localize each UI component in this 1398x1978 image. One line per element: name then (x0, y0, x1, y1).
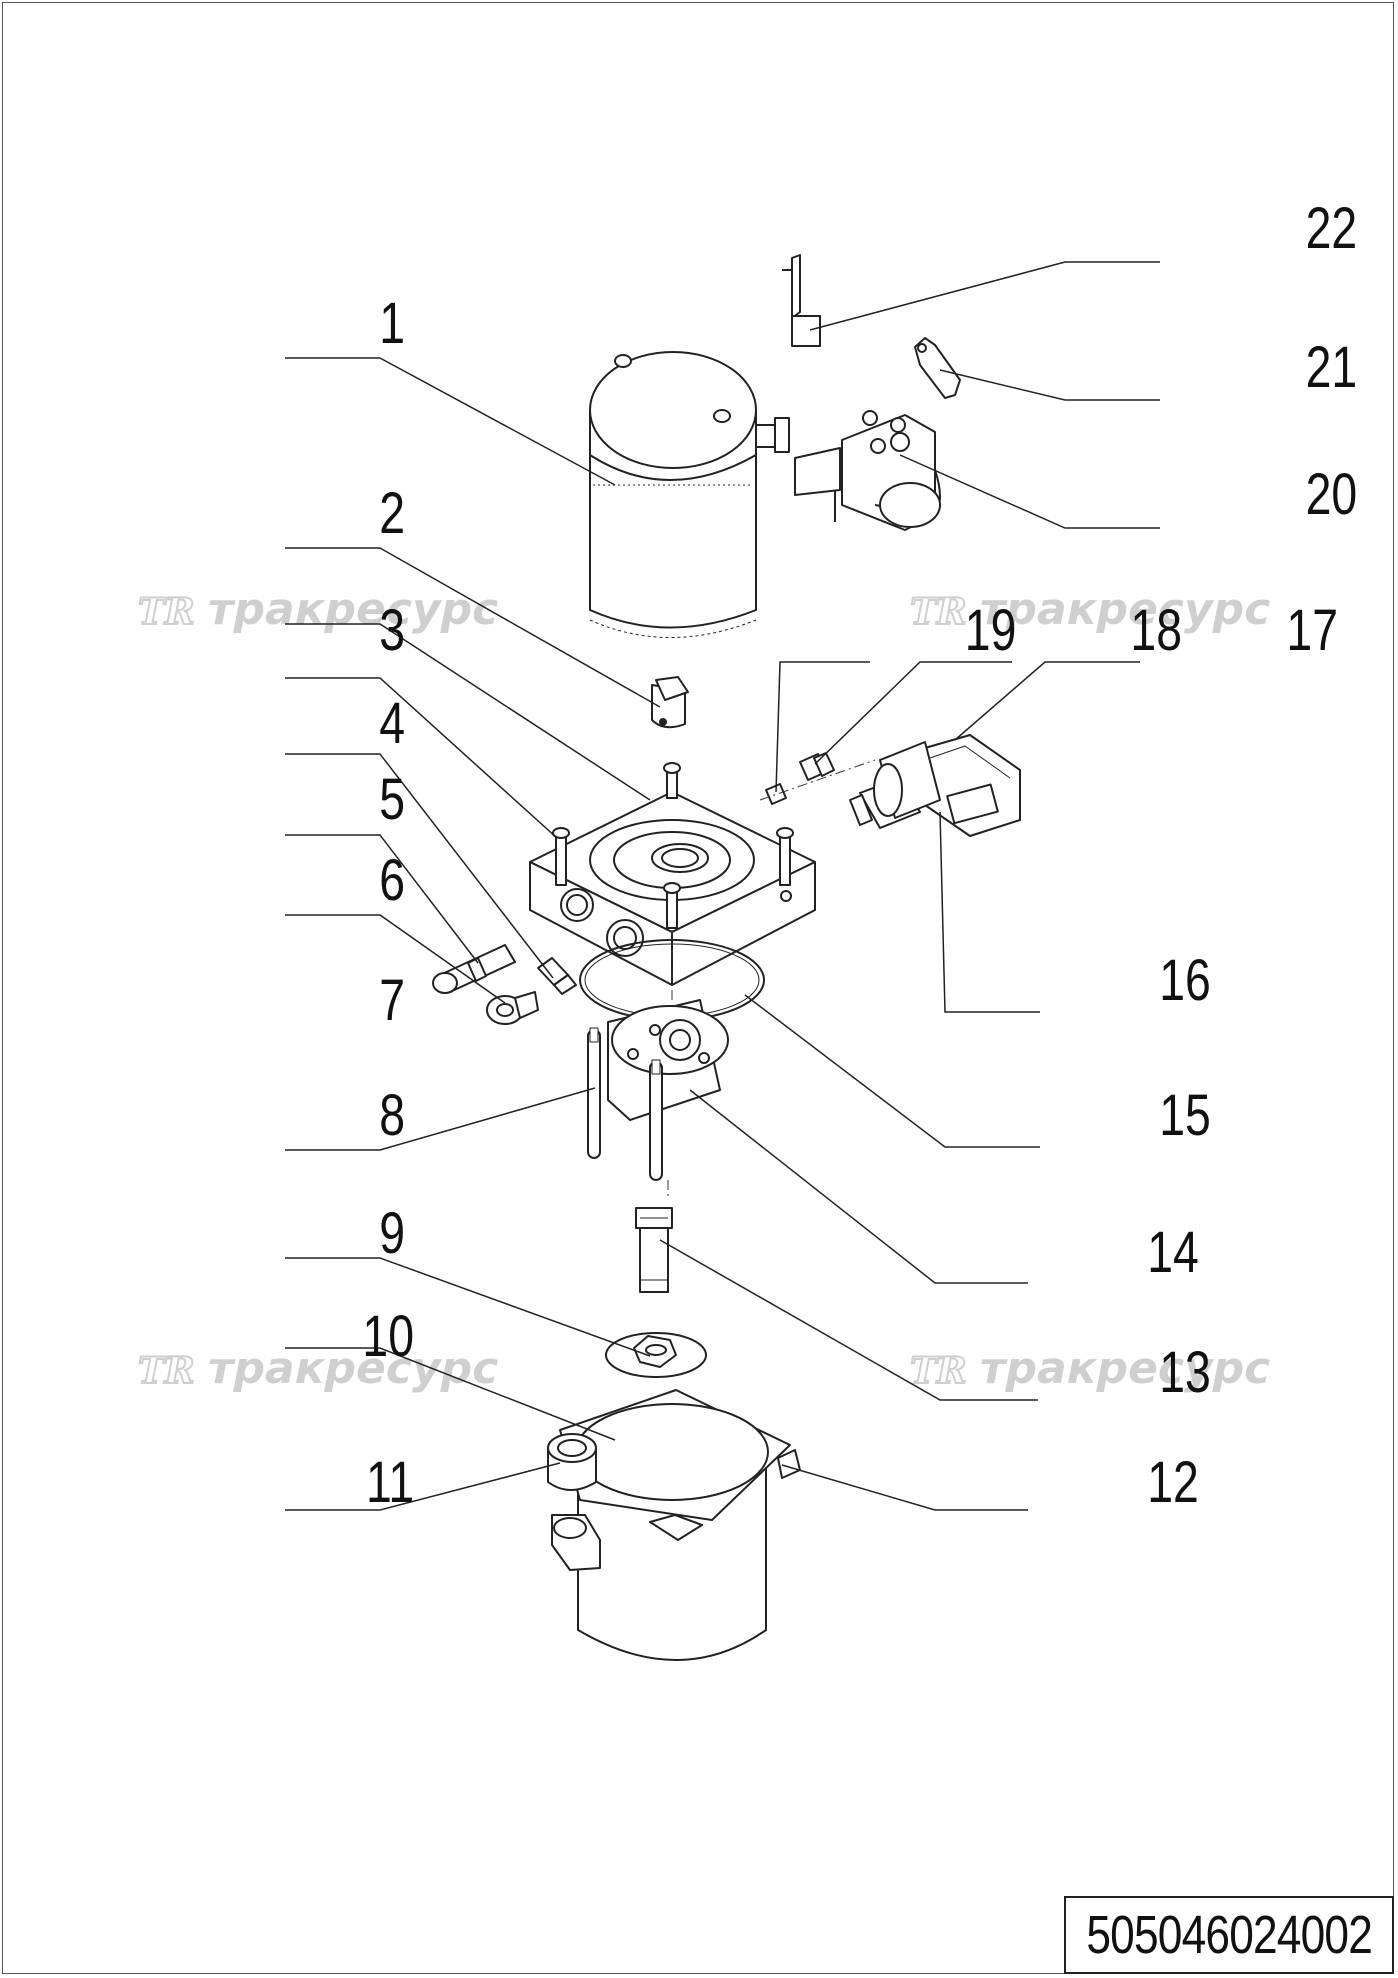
leader-18 (814, 661, 1012, 765)
leader-11 (285, 1462, 561, 1511)
callout-18: 18 (1130, 598, 1182, 663)
callout-21: 21 (1306, 335, 1358, 400)
leader-1 (285, 357, 616, 486)
callout-20: 20 (1306, 462, 1358, 527)
watermark-text: тракресурс (980, 1343, 1270, 1394)
callout-numbers: 1 2 3 4 5 6 7 8 9 10 11 12 13 14 15 16 1… (362, 196, 1357, 1515)
callout-6: 6 (379, 848, 405, 913)
watermark-4: TR тракресурс (909, 1343, 1270, 1394)
leader-19 (775, 661, 870, 793)
part-solenoid-coil (873, 741, 941, 819)
leader-17 (954, 661, 1140, 741)
part-motor-housing (589, 351, 790, 638)
watermark-text: тракресурс (208, 1343, 498, 1394)
watermark-logo: TR (910, 591, 967, 633)
callout-12: 12 (1147, 1450, 1199, 1515)
callout-5: 5 (379, 767, 405, 832)
callout-17: 17 (1286, 598, 1338, 663)
callout-22: 22 (1306, 196, 1358, 261)
leader-14 (689, 1089, 1028, 1284)
part-valve-block (529, 791, 816, 986)
part-check-valve (537, 957, 577, 995)
part-pickup-tube (635, 1207, 673, 1293)
part-bracket-terminal (782, 254, 821, 347)
leader-21 (939, 369, 1160, 401)
leader-7 (285, 914, 506, 1004)
part-washer (605, 1332, 707, 1378)
document-number: 505046024002 (1086, 1905, 1373, 1965)
part-gear-pump (607, 999, 729, 1121)
part-cable-lug (914, 337, 961, 399)
leader-9 (285, 1257, 651, 1357)
leader-5 (285, 753, 554, 979)
callout-4: 4 (379, 691, 405, 756)
part-key (651, 676, 689, 729)
callout-9: 9 (379, 1201, 405, 1266)
part-plug (486, 991, 539, 1025)
callout-10: 10 (362, 1304, 414, 1369)
leader-22 (809, 261, 1160, 331)
leader-12 (781, 1464, 1028, 1511)
watermark-text: тракресурс (980, 584, 1270, 635)
watermark-1: TR тракресурс (137, 584, 498, 635)
leader-4 (285, 677, 558, 839)
callout-11: 11 (366, 1450, 414, 1515)
callout-15: 15 (1159, 1083, 1211, 1148)
leader-13 (659, 1239, 1038, 1401)
part-pump-bolts (587, 1027, 663, 1181)
leader-8 (285, 1087, 596, 1151)
leader-10 (285, 1347, 616, 1441)
watermark-logo: TR (910, 1350, 967, 1392)
leader-2 (285, 547, 661, 708)
callout-3: 3 (379, 598, 405, 663)
part-adapter-fitting (799, 752, 835, 781)
callout-13: 13 (1159, 1340, 1211, 1405)
callout-19: 19 (965, 598, 1017, 663)
watermark-logo: TR (138, 591, 195, 633)
part-fitting (432, 944, 516, 994)
callout-16: 16 (1159, 948, 1211, 1013)
assembly-axes (667, 759, 876, 1200)
watermark-text: тракресурс (208, 584, 498, 635)
leader-6 (285, 834, 479, 964)
watermark-logo: TR (138, 1350, 195, 1392)
callout-14: 14 (1147, 1220, 1199, 1285)
callout-1: 1 (379, 291, 405, 356)
watermark-3: TR тракресурс (137, 1343, 498, 1394)
callout-leaders (285, 261, 1160, 1511)
callout-7: 7 (379, 968, 405, 1033)
leader-16 (939, 811, 1040, 1013)
watermark-2: TR тракресурс (909, 584, 1270, 635)
leader-15 (744, 994, 1040, 1148)
callout-2: 2 (379, 481, 405, 546)
leader-3 (285, 623, 651, 801)
part-cap-screws (552, 762, 794, 929)
part-small-fitting (765, 783, 787, 805)
document-number-box: 505046024002 (1064, 1896, 1394, 1974)
part-starter-relay (794, 410, 941, 531)
callout-8: 8 (379, 1083, 405, 1148)
part-reservoir (551, 1389, 791, 1661)
leader-20 (899, 454, 1160, 529)
part-filler-cap (547, 1433, 597, 1491)
